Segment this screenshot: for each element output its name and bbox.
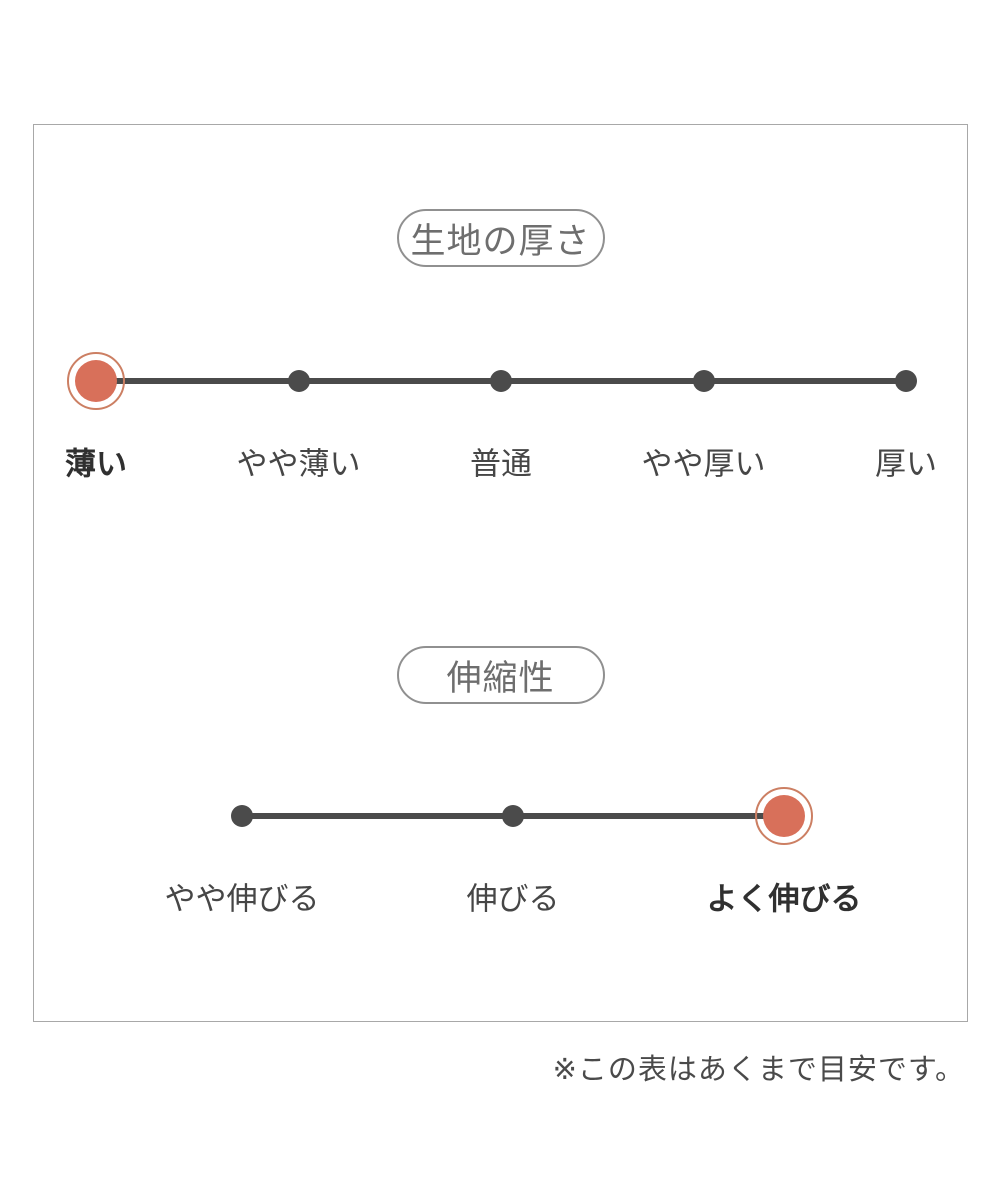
selected-dot [75,360,117,402]
scale-label: よく伸びる [706,881,862,917]
scale-dot [502,805,524,827]
scale-label: 伸びる [466,881,560,917]
scale-label: 厚い [875,446,937,482]
selected-marker-ring [755,787,813,845]
guide-note: ※この表はあくまで目安です。 [552,1054,965,1086]
scale-label: やや薄い [236,446,361,482]
guide-chart-box: 生地の厚さ 薄い やや薄い 普通 やや厚い 厚い 伸縮性 やや伸びる 伸びる よく伸びる [33,124,968,1022]
scale-label: やや厚い [641,446,766,482]
selected-dot [763,795,805,837]
stretch-title-pill: 伸縮性 [396,646,605,704]
scale-dot [692,370,715,392]
scale-dot [895,370,917,392]
scale-dot [287,370,310,392]
stretch-title: 伸縮性 [446,658,555,698]
scale-dot [231,805,253,827]
scale-label: 普通 [470,446,532,482]
scale-label: 薄い [65,446,127,482]
scale-label: やや伸びる [164,881,320,917]
thickness-title: 生地の厚さ [410,221,591,261]
scale-dot [490,370,512,392]
selected-marker-ring [67,352,125,410]
thickness-title-pill: 生地の厚さ [396,209,605,267]
